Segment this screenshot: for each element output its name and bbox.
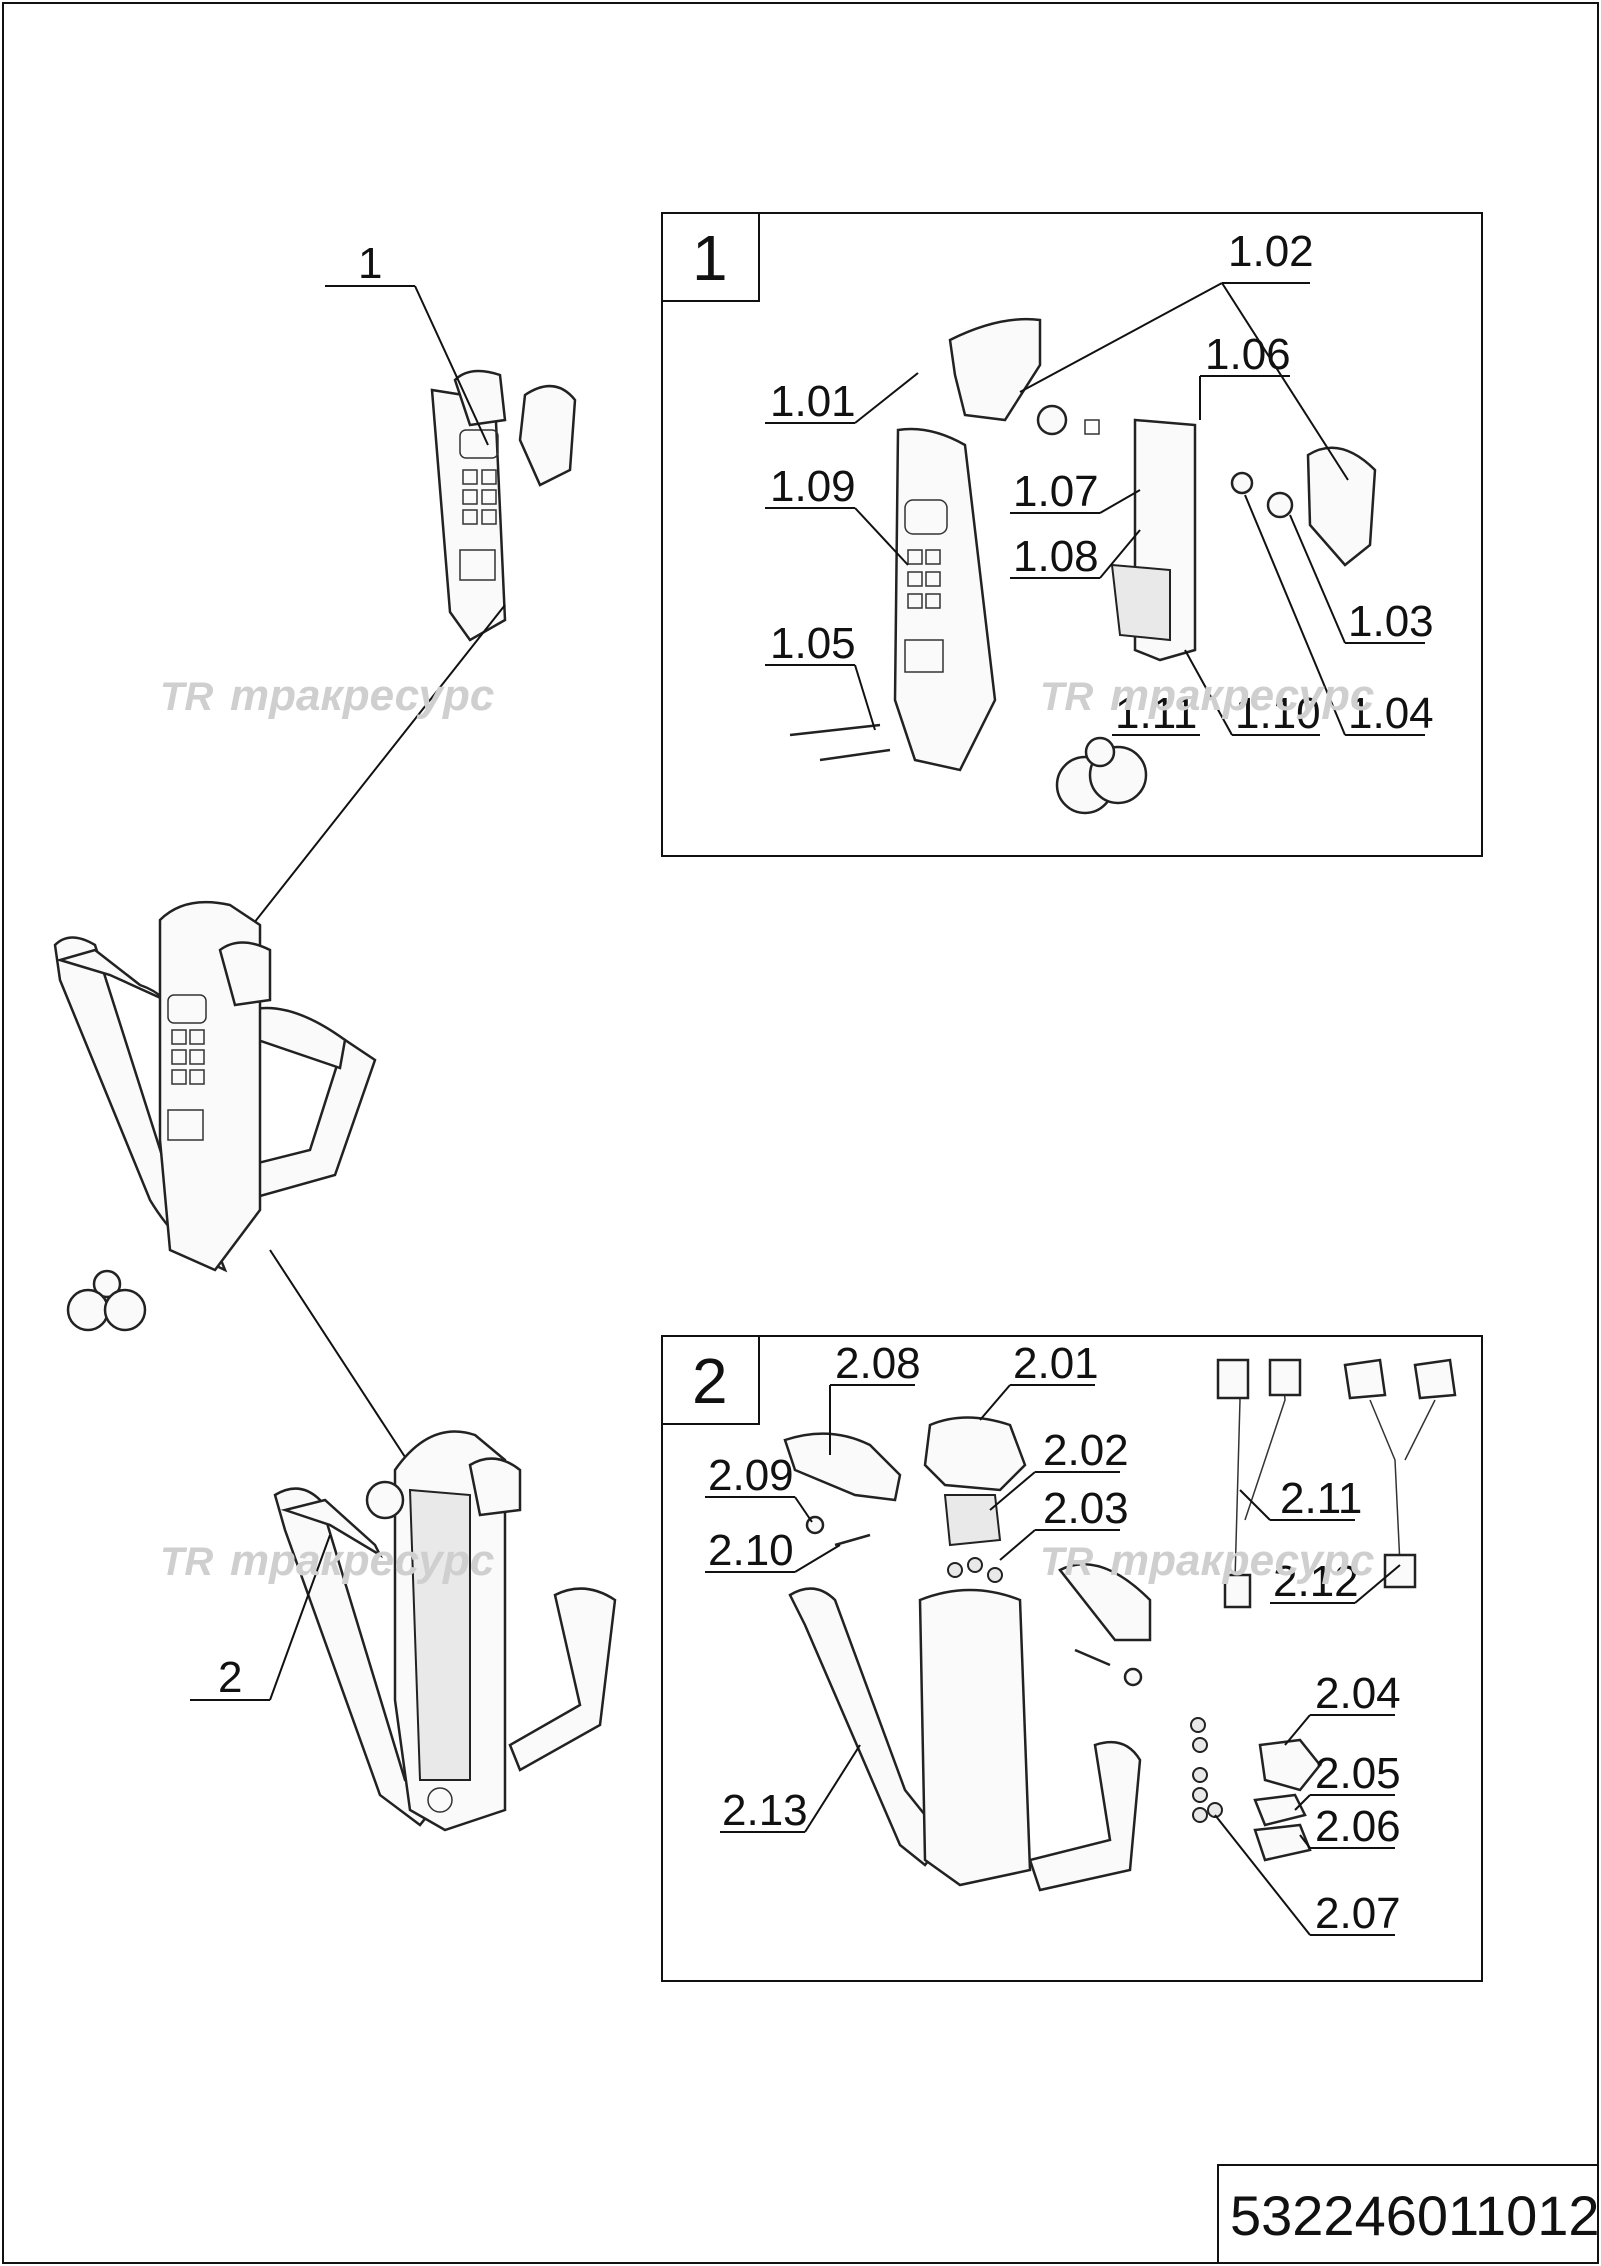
overview-control-unit-1 <box>430 369 577 642</box>
svg-text:TR: TR <box>160 1540 213 1584</box>
svg-text:TR: TR <box>1040 675 1093 719</box>
drawing-code-box: 532246011012 <box>1217 2164 1600 2264</box>
overview-label-unit-1: 1 <box>358 239 382 288</box>
watermark-panel-2: TR тракресурс <box>1040 1536 1374 1585</box>
label-2.13: 2.13 <box>722 1786 808 1835</box>
label-2.06: 2.06 <box>1315 1802 1401 1851</box>
part-2.13-body <box>918 1588 1032 1887</box>
svg-text:тракресурс: тракресурс <box>1110 671 1374 720</box>
svg-text:TR: TR <box>160 675 213 719</box>
label-2.07: 2.07 <box>1315 1889 1401 1938</box>
label-2.02: 2.02 <box>1043 1426 1129 1475</box>
label-1.10: 1.10 <box>1235 689 1321 738</box>
watermark-panel-1: TR тракресурс <box>1040 671 1374 720</box>
svg-text:тракресурс: тракресурс <box>1110 1536 1374 1585</box>
label-2.05: 2.05 <box>1315 1749 1401 1798</box>
label-1.08: 1.08 <box>1013 532 1099 581</box>
label-1.07: 1.07 <box>1013 467 1099 516</box>
part-2.08-grip <box>783 1432 902 1502</box>
watermark-left-top: TR тракресурс <box>160 671 494 720</box>
svg-text:тракресурс: тракресурс <box>230 1536 494 1585</box>
label-1.11: 1.11 <box>1115 689 1197 738</box>
label-1.01: 1.01 <box>770 377 856 426</box>
overview-control-unit-2 <box>273 1430 617 1832</box>
label-1.09: 1.09 <box>770 462 856 511</box>
label-2.03: 2.03 <box>1043 1484 1129 1533</box>
svg-text:тракресурс: тракресурс <box>230 671 494 720</box>
label-2.04: 2.04 <box>1315 1669 1401 1718</box>
overview-rings <box>66 1269 147 1332</box>
label-2.12: 2.12 <box>1273 1557 1359 1606</box>
label-1.04: 1.04 <box>1348 689 1434 738</box>
part-2.13-frame <box>788 1587 947 1867</box>
overview-handle-assembly <box>53 900 377 1273</box>
part-1.09-keypad-housing <box>893 427 997 772</box>
svg-text:TR: TR <box>1040 1540 1093 1584</box>
label-1.06: 1.06 <box>1205 330 1291 379</box>
label-2.10: 2.10 <box>708 1526 794 1575</box>
label-2.08: 2.08 <box>835 1339 921 1388</box>
overview-label-unit-2: 2 <box>218 1653 242 1702</box>
watermark-left-bottom: TR тракресурс <box>160 1536 494 1585</box>
label-1.02: 1.02 <box>1228 227 1314 276</box>
part-1.02-cover <box>948 317 1042 422</box>
panel-2: 2 <box>661 1335 1483 1982</box>
label-2.09: 2.09 <box>708 1451 794 1500</box>
label-1.05: 1.05 <box>770 619 856 668</box>
label-2.11: 2.11 <box>1280 1474 1362 1523</box>
panel-1-number: 1 <box>692 222 728 294</box>
panel-1: 1 1.01 1.02 <box>661 212 1483 857</box>
part-1.03-holder <box>1306 446 1377 567</box>
part-2.01-cap <box>923 1416 1027 1492</box>
panel-2-number: 2 <box>692 1345 728 1417</box>
label-2.01: 2.01 <box>1013 1339 1099 1388</box>
drawing-code: 532246011012 <box>1230 2184 1600 2247</box>
label-1.03: 1.03 <box>1348 597 1434 646</box>
